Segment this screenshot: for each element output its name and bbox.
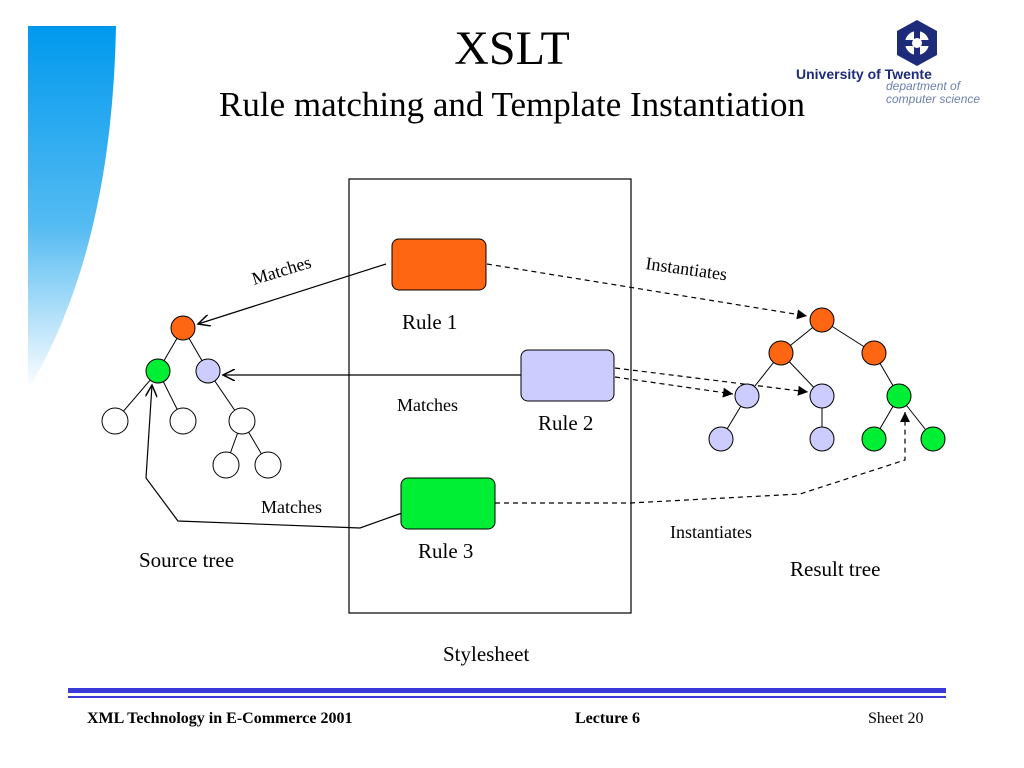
footer-divider-thin <box>68 696 946 698</box>
result-node <box>861 340 887 366</box>
university-logo: University of Twente department of compu… <box>790 18 1015 108</box>
matches-arrows <box>146 263 521 529</box>
result-tree <box>708 307 946 452</box>
instantiates-arrow-rule1 <box>486 263 808 320</box>
twente-emblem-icon <box>897 20 937 66</box>
source-node <box>195 358 221 384</box>
source-node <box>254 451 282 479</box>
matches-label-3: Matches <box>261 497 322 517</box>
result-node <box>708 426 734 452</box>
result-tree-label: Result tree <box>790 557 880 581</box>
source-node <box>169 407 197 435</box>
result-node <box>886 383 912 409</box>
slide-title: XSLT <box>454 22 570 75</box>
rule-2-box <box>520 349 615 402</box>
rule-2-label: Rule 2 <box>538 411 593 435</box>
instantiates-arrow-rule2b <box>614 376 734 398</box>
matches-arrow-rule1 <box>198 263 387 324</box>
instantiates-arrows <box>486 263 910 504</box>
footer-sheet-number: Sheet 20 <box>868 710 924 727</box>
result-node <box>768 340 794 366</box>
result-node <box>861 426 887 452</box>
rule-1-box <box>391 238 487 291</box>
source-node <box>145 358 171 384</box>
instantiates-arrow-rule2a <box>614 367 809 396</box>
source-node <box>101 407 129 435</box>
logo-dept-line1: department of <box>886 79 961 93</box>
matches-label-2: Matches <box>397 395 458 415</box>
footer-divider-thick <box>68 688 946 693</box>
instantiates-label-2: Instantiates <box>670 522 752 542</box>
result-node <box>734 383 760 409</box>
result-node <box>809 307 835 333</box>
matches-label-1: Matches <box>249 252 313 289</box>
rule-1-label: Rule 1 <box>402 310 457 334</box>
source-node <box>170 315 196 341</box>
slide-subtitle: Rule matching and Template Instantiation <box>219 85 805 124</box>
footer-course: XML Technology in E-Commerce 2001 <box>87 710 353 727</box>
logo-dept-line2: computer science <box>886 92 981 106</box>
result-node <box>920 426 946 452</box>
source-tree <box>101 315 282 479</box>
result-node <box>809 426 835 452</box>
footer-lecture: Lecture 6 <box>575 710 641 727</box>
source-tree-edges <box>114 327 269 466</box>
rule-3-label: Rule 3 <box>418 539 473 563</box>
rule-3-box <box>400 477 496 530</box>
instantiates-arrow-rule3a <box>495 412 910 504</box>
source-node <box>212 451 240 479</box>
logo-department: department of computer science <box>886 80 980 106</box>
result-node <box>809 383 835 409</box>
result-tree-edges <box>720 319 934 440</box>
stylesheet-label: Stylesheet <box>443 642 529 666</box>
matches-arrow-rule3 <box>146 385 403 529</box>
source-node <box>228 407 256 435</box>
logo-university-name: University of Twente <box>796 66 932 82</box>
instantiates-label-1: Instantiates <box>644 253 728 284</box>
source-tree-label: Source tree <box>139 548 234 572</box>
